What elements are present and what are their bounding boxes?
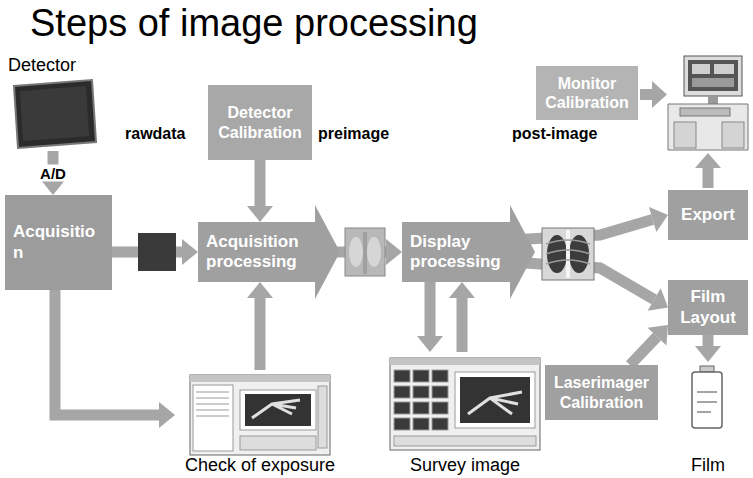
- flow-arrow: [630, 325, 668, 365]
- workstation-arrows: [640, 81, 721, 188]
- arrow-shaft: [457, 298, 468, 352]
- preimage-xray: [345, 228, 385, 276]
- box-text: Acquisitio n: [13, 222, 104, 263]
- survey-screenshot: [390, 358, 540, 450]
- arrow-head: [247, 282, 273, 298]
- picture-caption: Detector: [8, 55, 100, 76]
- flow-arrow: [417, 282, 443, 352]
- picture-node: Survey image: [385, 352, 545, 476]
- arrow-head: [648, 325, 668, 346]
- arrow-head: [159, 402, 175, 428]
- process-arrow: Acquisition processing: [198, 222, 315, 282]
- process-box: Export: [668, 190, 748, 240]
- diagram-title: Steps of image processing: [30, 2, 478, 46]
- arrow-head: [417, 336, 443, 352]
- stage-label: rawdata: [125, 125, 185, 143]
- picture-caption: Survey image: [385, 455, 545, 476]
- box-text: Laserimager Calibration: [553, 373, 650, 411]
- box-text: Film Layout: [676, 287, 740, 328]
- arrow-head: [449, 282, 475, 298]
- process-box: Detector Calibration: [208, 85, 312, 160]
- process-box: Laserimager Calibration: [545, 365, 658, 420]
- arrow-shaft: [425, 282, 436, 336]
- box-text: Export: [681, 205, 735, 225]
- arrow-outline: [402, 205, 535, 299]
- edge-label: A/D: [38, 165, 68, 182]
- arrow-text: Acquisition processing: [206, 232, 309, 273]
- stage-label: post-image: [512, 125, 597, 143]
- rawdata-square: [138, 233, 176, 271]
- flow-arrow: [695, 335, 721, 362]
- process-box: Monitor Calibration: [536, 66, 638, 120]
- flow-arrow: [449, 282, 475, 352]
- picture-caption: Check of exposure: [175, 455, 345, 476]
- arrow-shaft: [55, 290, 159, 415]
- process-arrow: Display processing: [402, 222, 510, 282]
- arrow-shaft: [630, 337, 657, 365]
- box-text: Detector Calibration: [216, 103, 304, 141]
- arrow-head: [247, 206, 273, 222]
- arrow-text: Display processing: [410, 232, 504, 273]
- exposure-screenshot: [190, 375, 330, 455]
- box-text: Monitor Calibration: [544, 74, 630, 112]
- picture-node: Detector: [8, 55, 100, 151]
- process-box: Acquisitio n: [5, 195, 112, 290]
- arrow-shaft: [255, 160, 266, 206]
- picture-caption: Film: [680, 455, 736, 476]
- film-icon: [692, 366, 722, 428]
- detector-picture: [14, 80, 96, 148]
- arrow-shaft: [703, 335, 714, 346]
- arrow-head: [386, 239, 402, 265]
- picture-node: Check of exposure: [175, 370, 345, 476]
- arrow-head: [695, 346, 721, 362]
- flow-arrow: [247, 282, 273, 370]
- arrow-head: [649, 207, 668, 232]
- picture-node: Film: [680, 362, 736, 476]
- arrow-outline: [198, 205, 340, 299]
- flow-arrow: [55, 290, 175, 428]
- flow-arrow: [247, 160, 273, 222]
- arrow-shaft: [255, 298, 266, 370]
- workstation-picture: [668, 56, 748, 150]
- arrow-head: [182, 239, 198, 265]
- post-image-xray: [542, 228, 594, 280]
- process-box: Film Layout: [668, 280, 748, 335]
- arrow-head: [648, 288, 668, 310]
- stage-label: preimage: [318, 125, 389, 143]
